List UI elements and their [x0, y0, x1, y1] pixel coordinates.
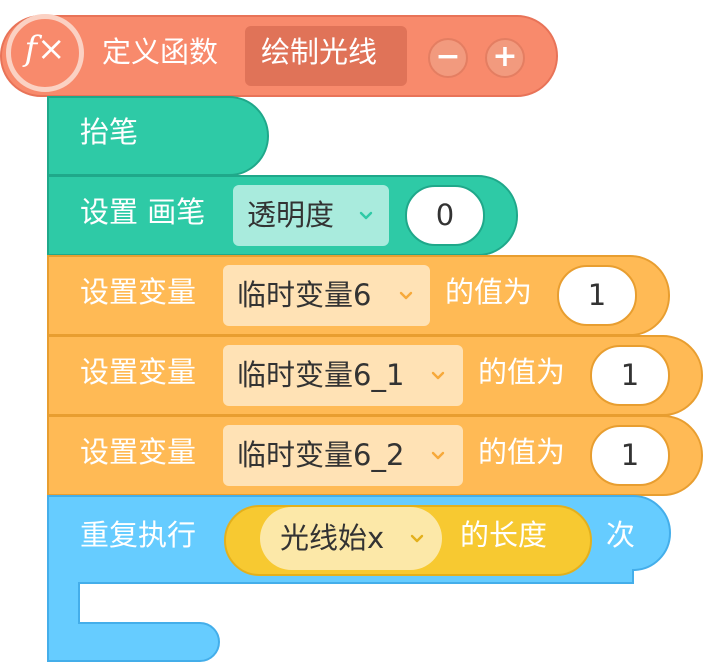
set-pen-label: 设置 画笔: [80, 195, 206, 229]
variable-dropdown-2[interactable]: 临时变量6_1: [223, 345, 463, 406]
length-of-label: 的长度: [460, 518, 548, 552]
function-name-text: 绘制光线: [261, 35, 378, 69]
chevron-down-icon: [431, 371, 445, 379]
function-name-field[interactable]: 绘制光线: [245, 26, 407, 86]
plus-icon: +: [492, 39, 518, 74]
pen-up-block[interactable]: [47, 96, 269, 176]
fx-icon: f×: [24, 29, 66, 69]
variable-value-1: 1: [587, 277, 607, 312]
chevron-down-icon: [431, 451, 445, 459]
variable-value-input-3[interactable]: 1: [590, 425, 670, 486]
variable-name-1: 临时变量6: [237, 277, 372, 312]
chevron-down-icon: [399, 291, 413, 299]
set-variable-label-1: 设置变量: [80, 275, 197, 309]
fx-badge: f×: [6, 14, 84, 92]
list-name: 光线始x: [280, 520, 385, 555]
list-dropdown[interactable]: 光线始x: [260, 507, 442, 570]
add-param-button[interactable]: +: [485, 38, 525, 78]
variable-value-3: 1: [620, 437, 640, 472]
pen-value-input[interactable]: 0: [405, 185, 485, 246]
times-label: 次: [606, 518, 636, 552]
variable-name-2: 临时变量6_1: [237, 357, 405, 392]
variable-dropdown-1[interactable]: 临时变量6: [223, 265, 430, 326]
value-of-label-2: 的值为: [478, 355, 566, 389]
set-variable-label-2: 设置变量: [80, 355, 197, 389]
pen-up-label: 抬笔: [80, 115, 139, 149]
chevron-down-icon: [359, 211, 373, 219]
define-function-label: 定义函数: [102, 35, 219, 69]
variable-dropdown-3[interactable]: 临时变量6_2: [223, 425, 463, 486]
pen-value-text: 0: [435, 197, 455, 232]
value-of-label-1: 的值为: [445, 275, 533, 309]
pen-property-value: 透明度: [247, 197, 335, 232]
value-of-label-3: 的值为: [478, 435, 566, 469]
variable-name-3: 临时变量6_2: [237, 437, 405, 472]
chevron-down-icon: [410, 534, 424, 543]
pen-property-dropdown[interactable]: 透明度: [233, 185, 389, 246]
variable-value-input-2[interactable]: 1: [590, 345, 670, 406]
set-variable-label-3: 设置变量: [80, 435, 197, 469]
remove-param-button[interactable]: −: [428, 38, 468, 78]
variable-value-input-1[interactable]: 1: [557, 265, 637, 326]
minus-icon: −: [435, 39, 461, 74]
repeat-label: 重复执行: [80, 518, 197, 552]
variable-value-2: 1: [620, 357, 640, 392]
